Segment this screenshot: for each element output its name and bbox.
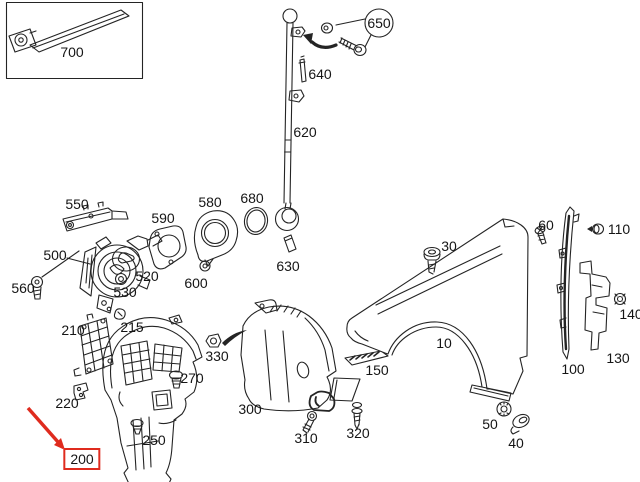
rail-100-drawing <box>556 206 580 360</box>
grommet-140-drawing <box>613 292 627 306</box>
rocker-sill-drawing <box>469 384 512 402</box>
inset-box-part-700 <box>5 1 144 80</box>
fastener-250-drawing <box>130 418 144 435</box>
gasket-580-drawing <box>193 210 239 267</box>
screw-60-drawing <box>534 225 547 245</box>
leader-line-500 <box>66 257 91 265</box>
grommet-600-drawing <box>199 260 211 272</box>
highlight-arrow <box>26 406 65 450</box>
bracket-220-drawing <box>73 382 89 401</box>
ring-680-drawing <box>243 206 269 236</box>
grommet-330-drawing <box>205 330 247 348</box>
pin-640-drawing <box>298 55 307 83</box>
fastener-310-drawing <box>302 410 318 434</box>
fender-10-drawing <box>346 218 529 395</box>
wheel-arch-liner-300-drawing <box>240 299 361 412</box>
ring-530-drawing <box>114 272 128 286</box>
clip-110-drawing <box>587 223 605 235</box>
antenna-mast-620-drawing <box>274 8 306 253</box>
fastener-320-drawing <box>351 401 363 430</box>
antenna-base-630-drawing <box>283 234 297 253</box>
wheel-arch-liner-200-drawing <box>102 314 203 482</box>
screw-560-drawing <box>30 275 44 300</box>
strip-150-drawing <box>344 350 389 366</box>
plate-590-drawing <box>148 225 187 270</box>
filler-housing-500-drawing <box>41 234 163 314</box>
clip-30-drawing <box>423 246 441 275</box>
grommet-50-drawing <box>496 401 512 417</box>
clip-40-drawing <box>510 413 530 435</box>
clip-215-drawing <box>113 308 126 320</box>
fastener-270-drawing <box>168 370 184 389</box>
leader-line-560 <box>41 250 80 278</box>
bracket-130-drawing <box>579 260 611 351</box>
bracket-550-drawing <box>62 201 129 232</box>
fuel-cap-520-drawing <box>111 246 141 272</box>
curved-arrow-icon <box>310 40 338 49</box>
callout-650-drawing <box>303 8 394 57</box>
